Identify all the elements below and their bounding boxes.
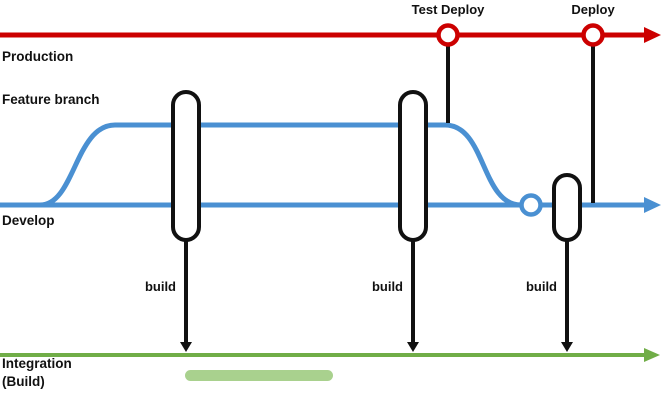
- develop-lane-label: Develop: [2, 213, 55, 228]
- deploy-node: [581, 23, 605, 47]
- ci-lane-label-line1: Integration: [2, 356, 72, 371]
- build-drop-arrow-3-icon: [561, 342, 573, 352]
- ci-arrow-icon: [644, 348, 660, 362]
- production-arrow-icon: [644, 27, 661, 43]
- merge-node: [519, 193, 543, 217]
- develop-arrow-icon: [644, 197, 661, 213]
- ci-duration-bar: [185, 370, 333, 381]
- build-capsule-2: [398, 90, 428, 242]
- build-label-2: build: [372, 279, 403, 294]
- test-deploy-node: [436, 23, 460, 47]
- ci-lane-label-line2: (Build): [2, 374, 45, 389]
- test-deploy-label: Test Deploy: [412, 2, 485, 17]
- build-capsule-1: [171, 90, 201, 242]
- deploy-label: Deploy: [571, 2, 615, 17]
- build-capsule-3: [552, 173, 582, 242]
- build-drop-arrow-1-icon: [180, 342, 192, 352]
- build-drop-arrow-2-icon: [407, 342, 419, 352]
- feature-lane-label: Feature branch: [2, 92, 100, 107]
- production-lane-label: Production: [2, 49, 73, 64]
- build-label-3: build: [526, 279, 557, 294]
- feature-branch-line: [39, 122, 522, 208]
- build-label-1: build: [145, 279, 176, 294]
